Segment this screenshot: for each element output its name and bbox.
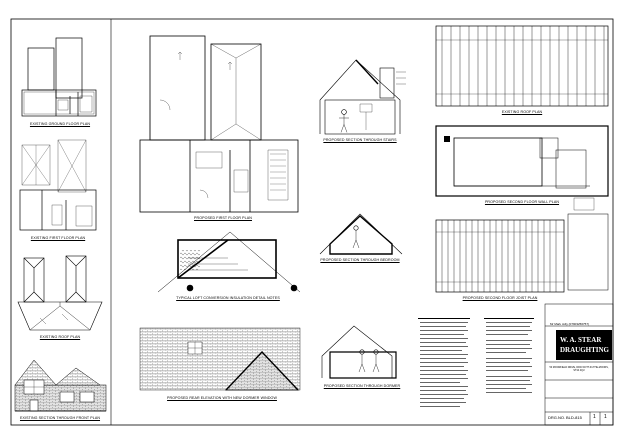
existing-roof-rafters [435, 25, 609, 107]
section-through-stairs [319, 59, 406, 135]
caption-existing-ground-floor: EXISTING GROUND FLOOR PLAN [29, 122, 91, 126]
compass-markers [177, 51, 233, 70]
existing-front-elevation [14, 359, 107, 412]
caption-loft-conversion: TYPICAL LOFT CONVERSION INSULATION DETAI… [176, 296, 280, 300]
caption-existing-first-floor: EXISTING FIRST FLOOR PLAN [30, 236, 86, 240]
caption-existing-roof-plan-right: EXISTING ROOF PLAN [501, 110, 543, 114]
caption-section-stairs: PROPOSED SECTION THROUGH STAIRS [323, 138, 397, 142]
caption-rear-elevation: PROPOSED REAR ELEVATION WITH NEW DORMER … [167, 396, 277, 400]
caption-section-bedroom: PROPOSED SECTION THROUGH BEDROOM [320, 258, 400, 262]
joist-legend [567, 197, 609, 291]
client-name: Mr Mark Jolly (07903256757) [550, 322, 590, 326]
general-notes [418, 318, 534, 407]
caption-existing-section: EXISTING SECTION THROUGH FRONT PLAN [19, 416, 101, 420]
existing-ground-floor-plan [21, 37, 97, 117]
second-floor-wall-plan [435, 125, 609, 197]
proposed-first-floor-plan [139, 35, 299, 213]
drawing-number: BLD-815 [566, 415, 582, 420]
company-name-line1: W. A. STEAR [560, 336, 602, 344]
sheet-number: 1 [593, 414, 596, 420]
company-name-line2: DRAUGHTING [560, 346, 610, 354]
caption-section-dormer: PROPOSED SECTION THROUGH DORMER [323, 384, 401, 388]
section-through-bedroom [319, 213, 403, 255]
caption-proposed-first-floor: PROPOSED FIRST FLOOR PLAN [194, 216, 252, 220]
revision-number: 1 [604, 414, 607, 420]
existing-first-floor-plan [19, 139, 97, 231]
section-through-dormer [321, 325, 397, 379]
project-address: 50 MOORFIELD DRIVE, DRAYCOTT-IN-THE-MOOR… [549, 366, 609, 372]
second-floor-joist-plan [435, 219, 565, 293]
loft-conversion-section [157, 231, 301, 293]
caption-second-floor-joist: PROPOSED SECOND FLOOR JOIST PLAN [462, 296, 538, 300]
drawing-number-label: DRG.NO. [548, 415, 566, 420]
sheet-border [10, 18, 614, 426]
existing-roof-plan [17, 255, 103, 331]
caption-existing-roof: EXISTING ROOF PLAN [39, 335, 81, 339]
proposed-rear-elevation [139, 327, 301, 391]
caption-second-floor-wall: PROPOSED SECOND FLOOR WALL PLAN [484, 200, 560, 204]
title-block [544, 303, 614, 426]
